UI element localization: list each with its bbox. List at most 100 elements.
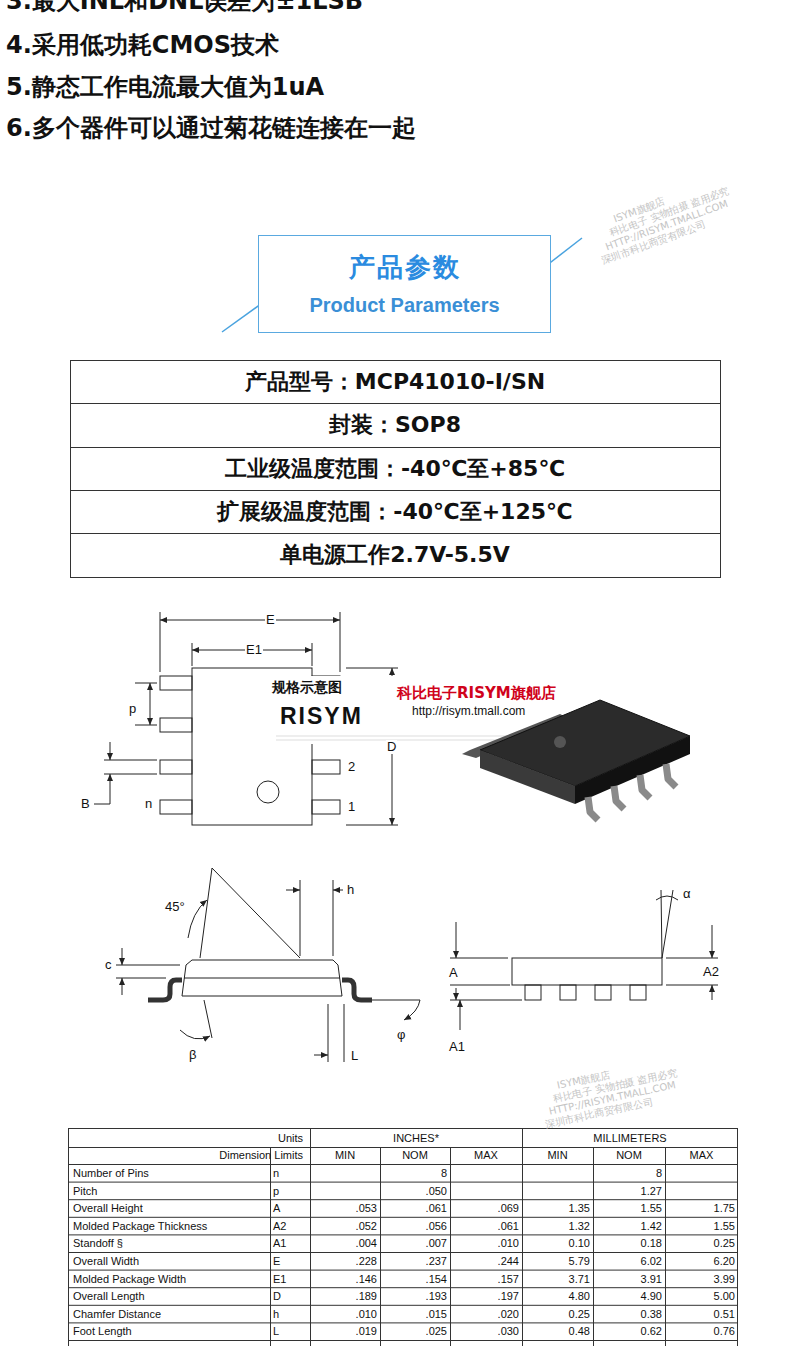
table-value: 0.51: [665, 1306, 738, 1323]
table-value: 0.76: [665, 1323, 738, 1340]
shop-name: 科比电子RISYM旗舰店: [397, 684, 556, 702]
table-header: Dimension Limits: [70, 1147, 306, 1164]
shop-url: http://risym.tmall.com: [412, 705, 525, 718]
table-header: MIN: [310, 1147, 380, 1164]
dimension-label: E: [265, 613, 276, 627]
table-value: .020: [450, 1306, 522, 1323]
table-value: .053: [310, 1200, 380, 1217]
dimension-label: β: [188, 1048, 197, 1062]
table-value: 1.55: [665, 1218, 738, 1235]
table-value: .154: [380, 1271, 450, 1288]
table-value: 1.75: [665, 1200, 738, 1217]
table-value: .004: [310, 1235, 380, 1252]
table-value: .189: [310, 1288, 380, 1305]
table-value: .019: [310, 1323, 380, 1340]
table-value: .069: [450, 1200, 522, 1217]
table-value: 6.02: [593, 1253, 665, 1270]
dimension-symbol: A1: [270, 1235, 310, 1252]
table-value: 0.10: [522, 1235, 593, 1252]
dimension-symbol: A2: [270, 1218, 310, 1235]
table-value: .010: [310, 1306, 380, 1323]
table-value: 8: [593, 1165, 665, 1182]
table-header: MIN: [522, 1147, 593, 1164]
table-value: 3.91: [593, 1271, 665, 1288]
row-name: Chamfer Distance: [70, 1306, 270, 1323]
dimension-symbol: A: [270, 1200, 310, 1217]
dimension-label: n: [144, 797, 153, 811]
table-value: 4.90: [593, 1288, 665, 1305]
table-value: 1.35: [522, 1200, 593, 1217]
table-value: 3.71: [522, 1271, 593, 1288]
table-value: 0.62: [593, 1323, 665, 1340]
feature-text: 4.采用低功耗CMOS技术: [6, 30, 279, 60]
table-cell: 产品型号：MCP41010-I/SN: [70, 361, 720, 403]
row-name: Number of Pins: [70, 1165, 270, 1182]
table-value: 1.55: [593, 1200, 665, 1217]
table-header: INCHES*: [310, 1130, 522, 1147]
table-cell: 工业级温度范围：-40℃至+85℃: [70, 448, 720, 490]
table-value: .010: [450, 1235, 522, 1252]
dimension-label: A1: [448, 1040, 466, 1054]
table-header: NOM: [380, 1147, 450, 1164]
table-value: .193: [380, 1288, 450, 1305]
table-value: 1.32: [522, 1218, 593, 1235]
row-name: Molded Package Width: [70, 1271, 270, 1288]
table-value: .228: [310, 1253, 380, 1270]
table-value: .030: [450, 1323, 522, 1340]
table-value: 0.18: [593, 1235, 665, 1252]
table-value: 1.27: [593, 1183, 665, 1200]
table-value: 1.42: [593, 1218, 665, 1235]
feature-text: 6.多个器件可以通过菊花链连接在一起: [6, 113, 416, 143]
row-name: Standoff §: [70, 1235, 270, 1252]
dimension-label: p: [128, 702, 137, 716]
dimension-label: 1: [347, 800, 356, 814]
table-value: .244: [450, 1253, 522, 1270]
dimension-symbol: p: [270, 1183, 310, 1200]
brand-logo: RISYM: [280, 703, 363, 729]
table-value: .061: [450, 1218, 522, 1235]
dimension-symbol: h: [270, 1306, 310, 1323]
table-value: .146: [310, 1271, 380, 1288]
table-value: .025: [380, 1323, 450, 1340]
table-value: 5.00: [665, 1288, 738, 1305]
dimension-label: A: [448, 966, 459, 980]
table-value: 5.79: [522, 1253, 593, 1270]
row-name: Overall Width: [70, 1253, 270, 1270]
table-header: NOM: [593, 1147, 665, 1164]
dimension-label: L: [350, 1049, 359, 1063]
table-value: 6.20: [665, 1253, 738, 1270]
table-value: .237: [380, 1253, 450, 1270]
table-value: .061: [380, 1200, 450, 1217]
dimension-label: 45°: [164, 900, 186, 914]
title-subtext: Product Parameters: [309, 292, 499, 318]
dimension-symbol: n: [270, 1165, 310, 1182]
table-header: MILLIMETERS: [522, 1130, 738, 1147]
table-cell: 单电源工作2.7V-5.5V: [70, 534, 720, 576]
table-value: .015: [380, 1306, 450, 1323]
dimension-label: φ: [396, 1028, 406, 1042]
table-value: .052: [310, 1218, 380, 1235]
table-value: 0.48: [522, 1323, 593, 1340]
dimension-symbol: D: [270, 1288, 310, 1305]
dimension-label: α: [682, 887, 692, 901]
table-value: .007: [380, 1235, 450, 1252]
table-cell: 封装：SOP8: [70, 404, 720, 446]
table-header: MAX: [450, 1147, 522, 1164]
dimension-label: D: [386, 740, 397, 754]
row-name: Pitch: [70, 1183, 270, 1200]
dimension-symbol: E1: [270, 1271, 310, 1288]
table-value: 0.25: [665, 1235, 738, 1252]
dimension-label: h: [346, 883, 355, 897]
table-value: 8: [380, 1165, 450, 1182]
table-value: 0.25: [522, 1306, 593, 1323]
dimension-symbol: L: [270, 1323, 310, 1340]
row-name: Overall Height: [70, 1200, 270, 1217]
overlay-caption: 规格示意图: [272, 679, 342, 695]
dimension-label: B: [80, 797, 91, 811]
row-name: Molded Package Thickness: [70, 1218, 270, 1235]
dimension-label: E1: [245, 643, 263, 657]
row-name: Foot Length: [70, 1323, 270, 1340]
row-name: Overall Length: [70, 1288, 270, 1305]
dimension-label: 2: [347, 760, 356, 774]
